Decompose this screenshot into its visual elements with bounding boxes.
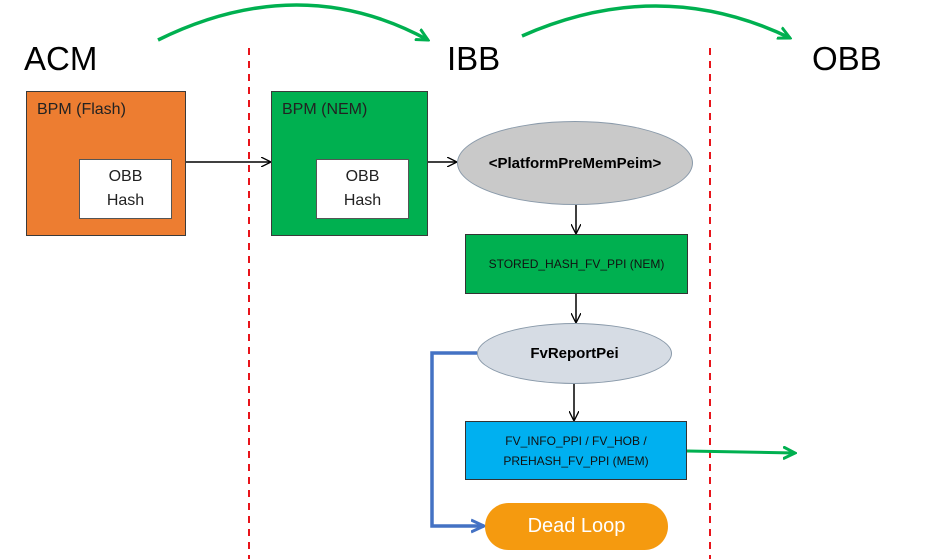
acm-to-ibb-arrow	[157, 3, 428, 40]
report-to-deadloop-arrow	[430, 351, 484, 526]
platform-pre-mem-peim-node: <PlatformPreMemPeim>	[457, 121, 693, 205]
fv-info-ppi-box: FV_INFO_PPI / FV_HOB / PREHASH_FV_PPI (M…	[465, 421, 687, 480]
column-title-acm: ACM	[24, 40, 98, 77]
bpm-flash-box: BPM (Flash) OBB Hash	[26, 91, 186, 236]
bpm-nem-title: BPM (NEM)	[282, 101, 368, 118]
fv-report-pei-node: FvReportPei	[477, 323, 672, 384]
fvinfo-to-obb-arrow	[686, 451, 795, 453]
column-title-ibb: IBB	[447, 40, 501, 77]
bpm-flash-obb-hash: OBB Hash	[79, 159, 172, 219]
bpm-nem-box: BPM (NEM) OBB Hash	[271, 91, 428, 236]
dead-loop-node: Dead Loop	[485, 503, 668, 550]
ibb-to-obb-arrow	[521, 4, 790, 38]
bpm-flash-title: BPM (Flash)	[37, 101, 126, 118]
column-title-obb: OBB	[812, 40, 882, 77]
stored-hash-fv-ppi-box: STORED_HASH_FV_PPI (NEM)	[465, 234, 688, 294]
bpm-nem-obb-hash: OBB Hash	[316, 159, 409, 219]
